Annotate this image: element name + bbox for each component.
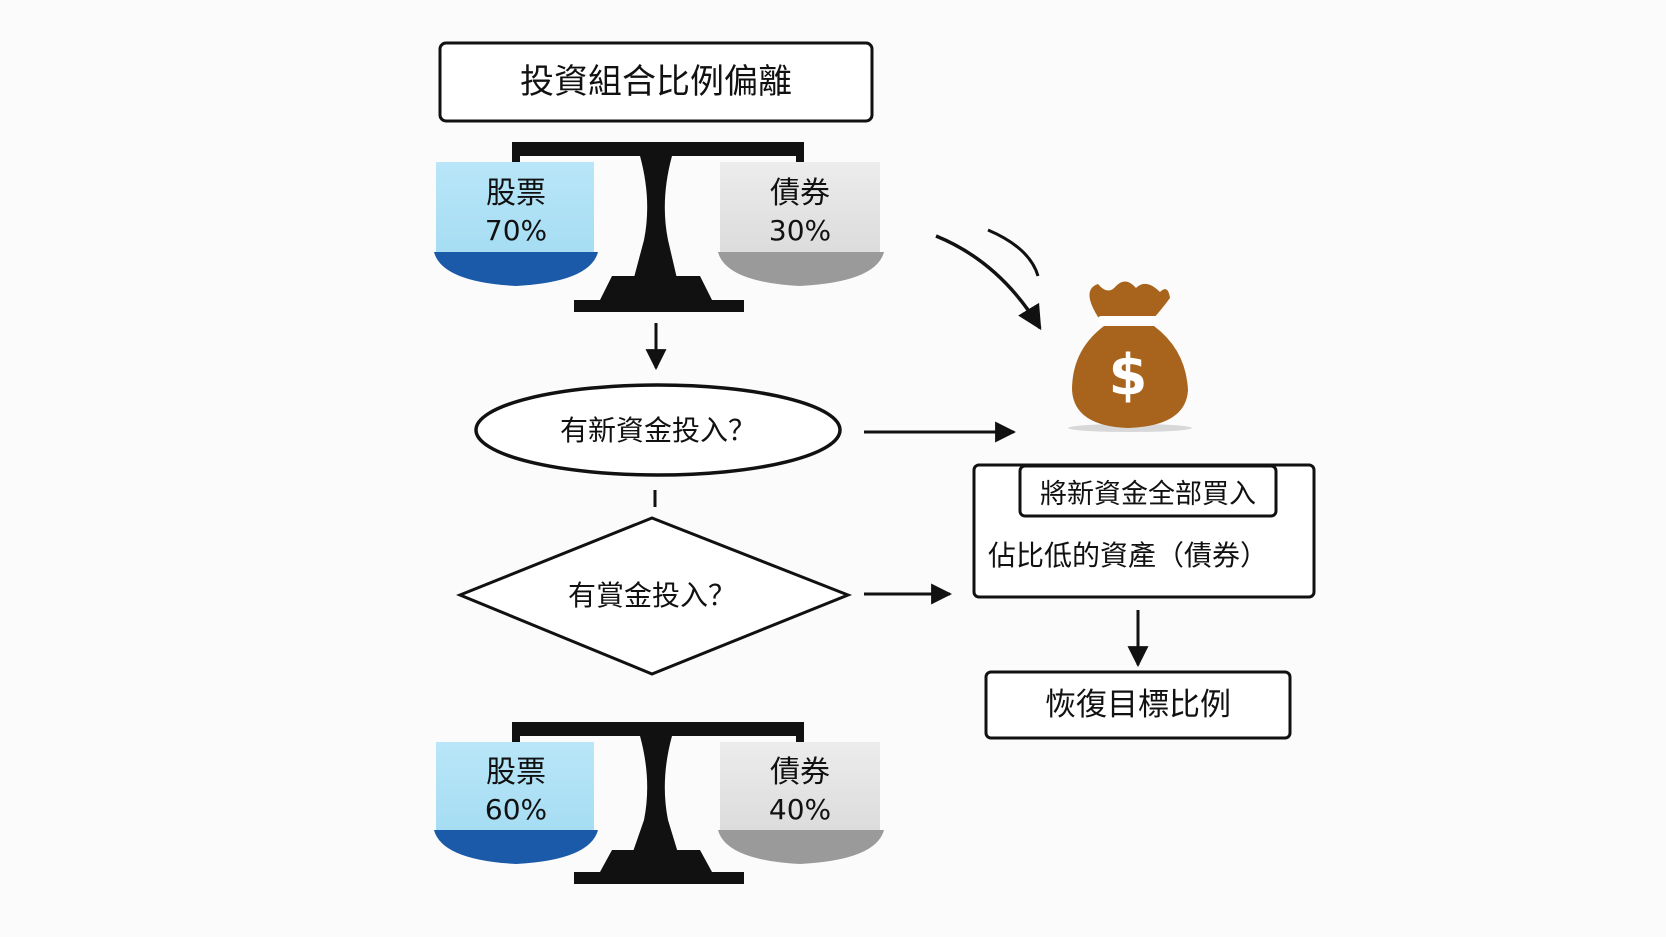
balance-scale-bottom: 股票 60% 債券 40%	[434, 722, 884, 884]
action-box-body: 佔比低的資產（債券）	[988, 539, 1268, 572]
stock-percent-bottom: 60%	[485, 793, 547, 826]
question-funds-text: 有賞金投入？	[568, 579, 736, 612]
stock-label-bottom: 股票	[486, 755, 546, 790]
title-box: 投資組合比例偏離	[438, 41, 874, 123]
scale-beam	[512, 142, 804, 156]
bond-pan-bottom: 債券 40%	[718, 742, 884, 864]
scale-base	[574, 300, 744, 312]
bond-percent-bottom: 40%	[769, 793, 831, 826]
stock-percent-top: 70%	[485, 214, 547, 247]
question-new-funds-text: 有新資金投入？	[560, 414, 756, 447]
result-box-text: 恢復目標比例	[1045, 687, 1231, 723]
title-text: 投資組合比例偏離	[520, 62, 792, 102]
bond-pan-top: 債券 30%	[718, 162, 884, 286]
question-funds: 有賞金投入？	[456, 516, 853, 676]
curved-arrow-accent	[987, 228, 1040, 277]
stock-pan-top: 股票 70%	[434, 162, 598, 286]
scale-beam	[512, 722, 804, 736]
stock-pan-bottom: 股票 60%	[434, 742, 598, 864]
bond-label-bottom: 債券	[770, 755, 830, 790]
action-box: 將新資金全部買入 佔比低的資產（債券）	[972, 463, 1316, 599]
bond-percent-top: 30%	[769, 214, 831, 247]
scale-stand	[628, 736, 682, 866]
money-bag-icon: $	[1068, 281, 1192, 432]
result-box: 恢復目標比例	[984, 670, 1292, 740]
scale-stand	[628, 156, 682, 300]
dollar-sign: $	[1109, 343, 1148, 408]
action-box-title-frame	[1018, 464, 1278, 518]
question-new-funds: 有新資金投入？	[474, 383, 842, 477]
action-box-title: 將新資金全部買入	[1040, 479, 1256, 510]
stock-label-top: 股票	[486, 176, 546, 211]
balance-scale-top: 股票 70% 債券 30%	[434, 142, 884, 312]
curved-arrow-to-bag	[935, 234, 1042, 331]
bond-label-top: 債券	[770, 176, 830, 211]
scale-base	[574, 872, 744, 884]
